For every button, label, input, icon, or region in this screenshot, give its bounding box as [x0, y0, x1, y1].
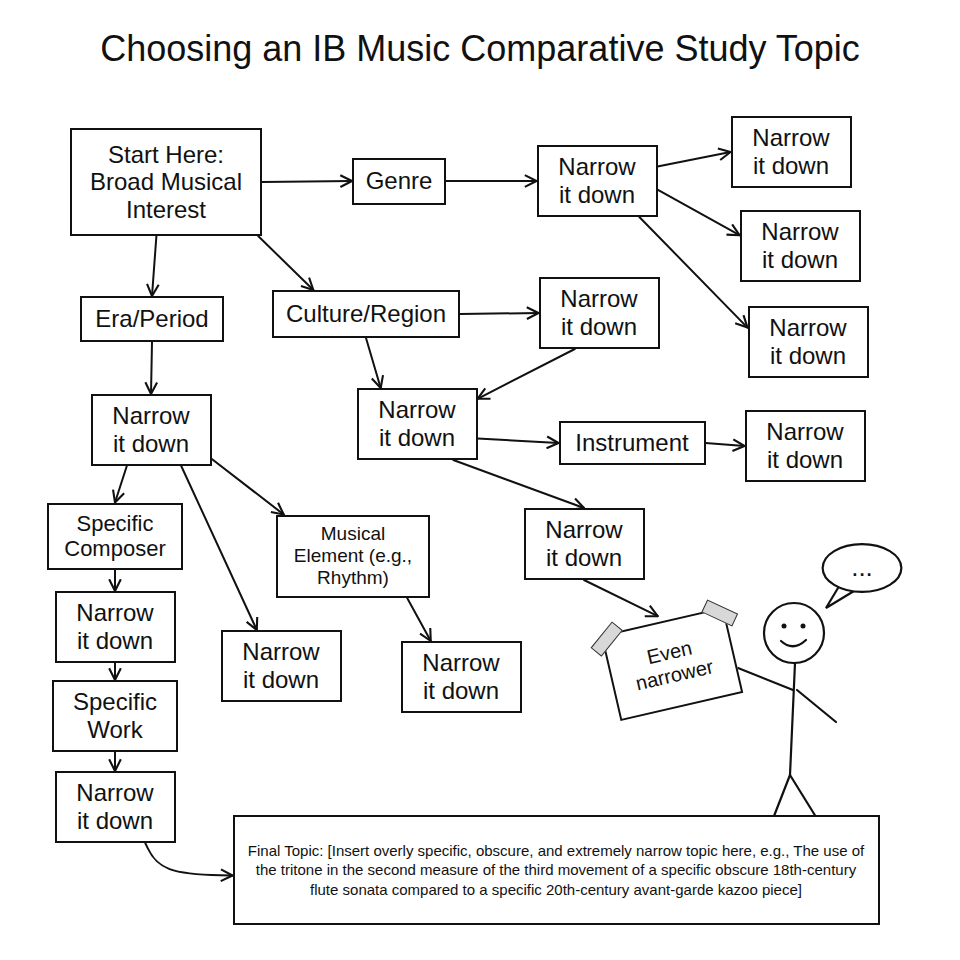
box-text: Narrow it down: [764, 314, 852, 369]
narrow-box: Narrow it down: [748, 306, 869, 378]
narrow-box: Narrow it down: [357, 388, 478, 460]
box-text: Narrow it down: [747, 124, 835, 179]
start-box: Start Here: Broad Musical Interest: [70, 128, 262, 236]
arrow-connector: [460, 313, 539, 314]
arrow-connector: [658, 190, 740, 236]
arrow-connector: [584, 580, 658, 616]
figure-smile: [781, 640, 806, 646]
narrow-box: Narrow it down: [524, 508, 645, 580]
arrow-connector: [114, 752, 116, 771]
narrow-box: Narrow it down: [740, 210, 861, 282]
arrow-connector: [151, 342, 152, 394]
figure-body: [790, 663, 795, 775]
figure-arm: [738, 668, 793, 690]
arrow-connector: [446, 180, 537, 182]
box-text: Narrow it down: [71, 599, 159, 654]
category-box: Specific Work: [52, 680, 178, 752]
figure-eye: [782, 624, 787, 629]
category-box: Specific Composer: [47, 503, 183, 570]
category-box: Era/Period: [80, 296, 224, 342]
arrow-connector: [478, 438, 559, 443]
arrow-connector: [478, 349, 575, 399]
narrow-box: Narrow it down: [221, 630, 342, 702]
box-text: Narrow it down: [756, 218, 844, 273]
figure-head: [764, 603, 824, 663]
arrow-connector: [706, 443, 745, 446]
box-text: Genre: [366, 167, 433, 195]
box-text: ...: [851, 553, 873, 583]
arrow-connector: [152, 236, 156, 296]
category-box: Culture/Region: [272, 290, 460, 338]
arrow-connector: [114, 663, 116, 680]
box-text: Narrow it down: [553, 153, 641, 208]
diagram-title: Choosing an IB Music Comparative Study T…: [0, 28, 960, 70]
arrow-connector: [407, 598, 431, 642]
arrow-connector: [115, 466, 127, 503]
figure-arm: [797, 690, 836, 722]
category-box: Musical Element (e.g., Rhythm): [276, 515, 430, 598]
box-text: Narrow it down: [373, 396, 461, 451]
narrow-box: Narrow it down: [539, 277, 660, 349]
box-text: Specific Work: [65, 688, 165, 743]
note-paper: Even narrower: [601, 607, 744, 721]
box-text: Final Topic: [Insert overly specific, ob…: [246, 841, 866, 900]
box-text: Narrow it down: [555, 285, 643, 340]
arrow-connector: [114, 570, 116, 592]
box-text: Narrow it down: [107, 402, 195, 457]
arrow-connector: [212, 459, 284, 515]
box-text: Musical Element (e.g., Rhythm): [289, 523, 417, 589]
box-text: Narrow it down: [71, 779, 159, 834]
arrow-connector: [366, 338, 381, 388]
arrow-connector: [453, 460, 584, 508]
narrow-box: Narrow it down: [745, 410, 866, 482]
speech-bubble: ...: [821, 542, 903, 594]
box-text: Narrow it down: [761, 418, 849, 473]
box-text: Instrument: [575, 429, 688, 457]
narrow-box: Narrow it down: [55, 771, 176, 843]
box-text: Start Here: Broad Musical Interest: [84, 141, 249, 224]
box-text: Narrow it down: [237, 638, 325, 693]
arrow-connector: [262, 181, 352, 182]
narrow-box: Narrow it down: [537, 145, 658, 217]
narrow-box: Narrow it down: [91, 394, 212, 466]
arrow-connector: [258, 236, 313, 290]
category-box: Genre: [352, 158, 446, 205]
arrow-connector: [181, 466, 257, 630]
narrow-box: Narrow it down: [401, 641, 522, 713]
box-text: Even narrower: [618, 630, 726, 697]
final-topic-box: Final Topic: [Insert overly specific, ob…: [233, 815, 880, 925]
tape: [591, 621, 623, 656]
arrow-connector: [658, 152, 731, 167]
narrow-box: Narrow it down: [731, 116, 852, 188]
arrow-connector: [145, 843, 232, 876]
box-text: Narrow it down: [417, 649, 505, 704]
tape: [701, 599, 738, 626]
box-text: Specific Composer: [60, 511, 170, 562]
narrow-box: Narrow it down: [55, 591, 176, 663]
box-text: Era/Period: [95, 305, 208, 333]
box-text: Narrow it down: [540, 516, 628, 571]
figure-eye: [801, 624, 806, 629]
category-box: Instrument: [559, 421, 706, 465]
box-text: Culture/Region: [286, 300, 446, 328]
